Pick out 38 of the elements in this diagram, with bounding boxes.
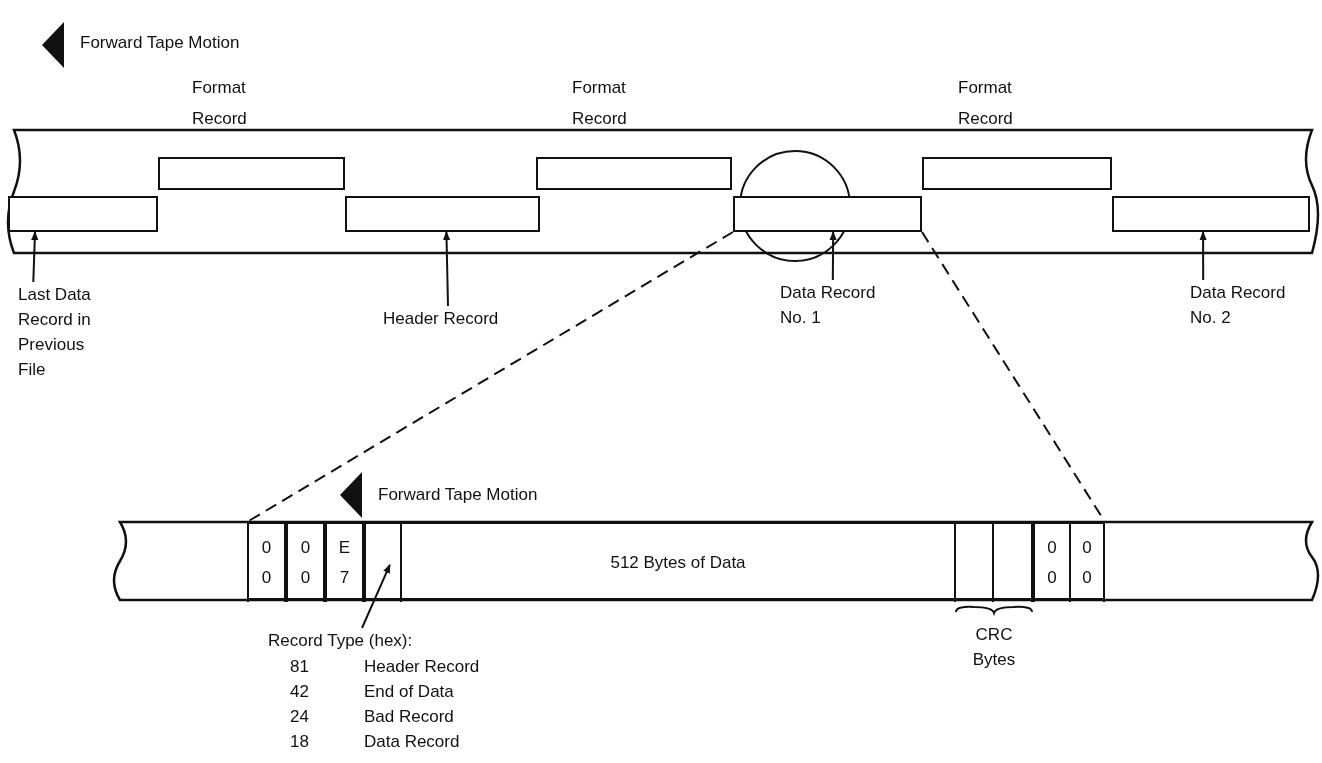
callout-text: Record Type (hex): — [268, 628, 468, 653]
byte-column — [364, 524, 402, 602]
byte-column: 0 0 — [1033, 524, 1071, 602]
callout-text: Data Record No. 1 — [780, 280, 890, 330]
record-type-name: Data Record — [364, 731, 460, 753]
record-label: Format Record — [572, 77, 628, 130]
leader-arrow — [443, 231, 451, 307]
record-type-name: End of Data — [364, 681, 454, 703]
record-block — [345, 196, 540, 232]
code-value: 81 — [290, 656, 309, 678]
leader-arrow — [361, 563, 391, 629]
record-label: Format Record — [958, 77, 1014, 130]
leader-arrow — [31, 231, 39, 283]
record-label: Format Record — [192, 77, 248, 130]
callout-text: Header Record — [383, 306, 513, 331]
code-value: 42 — [290, 681, 309, 703]
leader-arrow — [1199, 231, 1207, 281]
motion-label: Forward Tape Motion — [80, 32, 240, 54]
record-block — [8, 196, 158, 232]
dashed-line — [246, 231, 734, 523]
data-area-label: 512 Bytes of Data — [402, 524, 954, 602]
callout-text: Last Data Record in Previous File — [18, 282, 103, 382]
byte-column: 0 0 — [286, 524, 325, 602]
callout-text: Data Record No. 2 — [1190, 280, 1300, 330]
byte-column: 0 0 — [247, 524, 286, 602]
motion-label: Forward Tape Motion — [378, 484, 538, 506]
code-value: 24 — [290, 706, 309, 728]
brace-label: CRC Bytes — [971, 624, 1017, 671]
expanded-record — [247, 522, 1105, 600]
record-type-name: Header Record — [364, 656, 480, 678]
byte-column: E 7 — [325, 524, 364, 602]
record-type-name: Bad Record — [364, 706, 454, 728]
code-value: 18 — [290, 731, 309, 753]
leader-arrow — [829, 231, 837, 281]
record-block — [1112, 196, 1310, 232]
byte-column: 0 0 — [1069, 524, 1105, 602]
dashed-line — [921, 231, 1106, 523]
record-block — [733, 196, 922, 232]
